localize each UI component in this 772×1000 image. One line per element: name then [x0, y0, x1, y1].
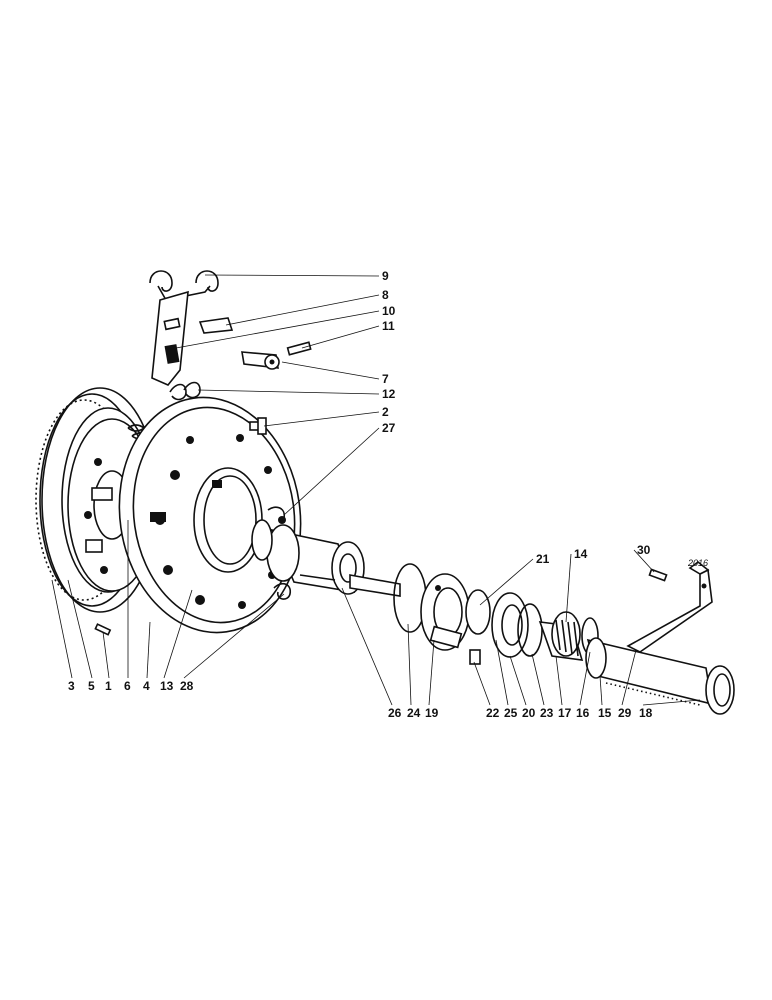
release-lever: [151, 290, 189, 386]
part-label-5: 5: [88, 679, 95, 693]
leader-line-10: [175, 310, 380, 349]
leader-line-1: [102, 631, 110, 679]
part-label-28: 28: [180, 679, 194, 693]
leader-line-21: [479, 558, 534, 606]
part-label-30: 30: [637, 543, 651, 557]
leader-line-16: [579, 651, 591, 706]
eye-bolt: [241, 351, 280, 370]
leader-line-8: [225, 294, 380, 326]
flange-bolt: [469, 649, 481, 665]
lever-spring: [169, 381, 201, 401]
leader-line-15: [599, 675, 603, 706]
label-leader-lines: [51, 274, 701, 706]
part-label-25: 25: [504, 706, 518, 720]
release-bearing-sleeve: [266, 524, 365, 595]
cover-side-ring: [267, 506, 286, 519]
splined-coupling: [538, 611, 584, 661]
part-label-19: 19: [425, 706, 439, 720]
part-label-24: 24: [407, 706, 421, 720]
bracket-screw: [648, 568, 668, 582]
leader-line-4: [146, 621, 151, 679]
part-label-17: 17: [558, 706, 572, 720]
part-label-22: 22: [486, 706, 500, 720]
shaft-collar: [465, 589, 491, 635]
part-label-26: 26: [388, 706, 402, 720]
leader-line-24: [407, 623, 412, 706]
bearing-ring: [251, 519, 273, 561]
leader-line-11: [301, 325, 380, 349]
part-label-15: 15: [598, 706, 612, 720]
drawing-reference-code: 2016: [687, 558, 708, 568]
part-label-12: 12: [382, 387, 396, 401]
part-label-21: 21: [536, 552, 550, 566]
leader-line-25: [495, 639, 509, 706]
leader-line-13: [163, 589, 193, 679]
clutch-cover-housing: [118, 396, 302, 634]
leader-line-3: [51, 579, 73, 679]
part-label-23: 23: [540, 706, 554, 720]
part-label-20: 20: [522, 706, 536, 720]
leader-line-14: [565, 553, 572, 623]
mounting-bracket: [626, 560, 713, 653]
leader-line-26: [341, 587, 393, 706]
part-label-11: 11: [382, 319, 395, 333]
pivot-pin: [286, 341, 312, 356]
leader-line-22: [473, 661, 491, 706]
leader-line-7: [281, 361, 380, 380]
part-label-16: 16: [576, 706, 590, 720]
leader-line-27: [283, 427, 380, 516]
main-shaft: [349, 574, 401, 597]
part-label-8: 8: [382, 288, 389, 302]
part-label-29: 29: [618, 706, 632, 720]
part-label-3: 3: [68, 679, 75, 693]
part-label-18: 18: [639, 706, 653, 720]
leader-line-23: [531, 653, 545, 706]
part-label-10: 10: [382, 304, 396, 318]
leader-line-28: [183, 593, 285, 679]
leader-line-19: [428, 639, 435, 706]
part-label-4: 4: [143, 679, 150, 693]
part-label-6: 6: [124, 679, 131, 693]
part-label-1: 1: [105, 679, 112, 693]
leader-line-29: [621, 649, 637, 706]
leader-line-18: [642, 699, 701, 706]
part-label-7: 7: [382, 372, 389, 386]
part-label-14: 14: [574, 547, 588, 561]
leader-line-5: [67, 579, 93, 679]
leader-line-30: [633, 549, 655, 573]
leader-line-9: [204, 274, 380, 277]
small-pin: [94, 623, 112, 636]
part-label-9: 9: [382, 269, 389, 283]
lever-plate: [198, 317, 234, 334]
leader-line-20: [509, 655, 527, 706]
leader-line-12: [197, 389, 380, 395]
outer-tube: [585, 637, 735, 715]
bearing-housing-flange: [420, 573, 470, 651]
leader-line-17: [555, 655, 563, 706]
leader-line-2: [263, 411, 380, 427]
part-label-2: 2: [382, 405, 389, 419]
retaining-clip: [273, 582, 292, 600]
part-label-27: 27: [382, 421, 396, 435]
part-label-13: 13: [160, 679, 174, 693]
